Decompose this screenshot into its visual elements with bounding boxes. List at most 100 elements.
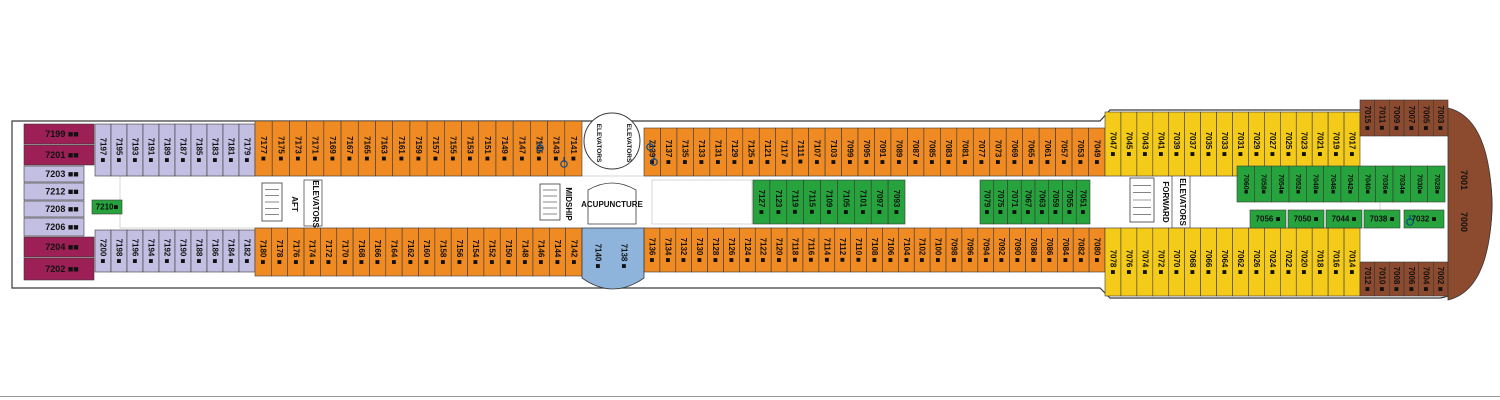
stern-suite-number: 7203 ■■	[45, 169, 78, 179]
cabin-number: 7026 ■	[1252, 250, 1261, 275]
acupuncture-label: ACUPUNCTURE	[581, 200, 643, 209]
cabin-number: 7103 ■	[829, 140, 838, 165]
cabin-number: 7036■	[1381, 174, 1388, 194]
accessible-icon	[560, 157, 568, 168]
cabin-number: 7052■	[1294, 174, 1301, 194]
cabin-number: 7162 ■	[406, 240, 415, 265]
cabin-number: 7043 ■	[1140, 132, 1149, 157]
cabin-number: 7076 ■	[1124, 250, 1133, 275]
cabin-number: 7174 ■	[308, 240, 317, 265]
cabin-number: 7021 ■	[1316, 132, 1325, 157]
accessible-cabin-number: 7210■	[96, 203, 119, 212]
cabin-number: 7129 ■	[730, 140, 739, 165]
cabin-number: 7097 ■	[875, 190, 884, 215]
midship-block	[651, 179, 753, 225]
stern-suite-number: 7208 ■■	[45, 204, 78, 214]
cabin-number: 7134 ■	[663, 238, 672, 263]
cabin-number: 7004 ■	[1422, 267, 1431, 292]
cabin-number: 7062 ■	[1236, 250, 1245, 275]
cabin-number: 7025 ■	[1284, 132, 1293, 157]
cabin-number: 7050 ■	[1294, 215, 1319, 224]
accessible-icon	[650, 155, 658, 166]
cabin-number: 7028■	[1433, 174, 1440, 194]
cabin-number: 7126 ■	[727, 238, 736, 263]
cabin-number: 7065 ■	[1026, 140, 1035, 165]
cabin-number: 7047 ■	[1108, 132, 1117, 157]
cabin-number: 7086 ■	[1045, 238, 1054, 263]
stern-suite	[23, 200, 85, 218]
cabin-number: 7033 ■	[1220, 132, 1229, 157]
cabin-number: 7183 ■	[211, 138, 220, 163]
stern-suite	[23, 217, 85, 237]
cabin-number: 7096 ■	[965, 238, 974, 263]
cabin-number: 7196 ■	[131, 239, 140, 264]
cabin-number: 7154 ■	[471, 240, 480, 265]
cabin-number: 7088 ■	[1029, 238, 1038, 263]
cabin-number: 7181 ■	[227, 138, 236, 163]
cabin-number: 7107 ■	[812, 140, 821, 165]
cabin-number: 7057 ■	[1059, 140, 1068, 165]
cabin-number: 7149 ■	[500, 136, 509, 161]
cabin-number: 7056 ■	[1256, 215, 1281, 224]
cabin-number: 7105 ■	[841, 190, 850, 215]
cabin-number: 7030■	[1416, 174, 1423, 194]
bottom-rule	[0, 396, 1500, 397]
cabin-number: 7192 ■	[163, 239, 172, 264]
forward-elevators-label: ELEVATORS	[1178, 178, 1187, 226]
cabin-number: 7135 ■	[681, 140, 690, 165]
cabin-number: 7014 ■	[1348, 250, 1357, 275]
cabin-number: 7037 ■	[1188, 132, 1197, 157]
accessible-icon	[536, 141, 544, 152]
cabin-number: 7005 ■	[1422, 106, 1431, 131]
cabin-number: 7160 ■	[422, 240, 431, 265]
cabin-number: 7018 ■	[1316, 250, 1325, 275]
cabin-number: 7104 ■	[902, 238, 911, 263]
cabin-number: 7123 ■	[774, 190, 783, 215]
cabin-number: 7146 ■	[537, 240, 546, 265]
cabin-number: 7172 ■	[324, 240, 333, 265]
cabin-number: 7042■	[1346, 174, 1353, 194]
cabin-number: 7063 ■	[1037, 190, 1046, 215]
cabin-number: 7190 ■	[179, 239, 188, 264]
cabin-number: 7019 ■	[1332, 132, 1341, 157]
cabin-number: 7029 ■	[1252, 132, 1261, 157]
stairs-icon	[261, 182, 283, 222]
cabin-number: 7099 ■	[845, 140, 854, 165]
stern-suite	[23, 165, 85, 183]
cabin-number: 7077 ■	[977, 140, 986, 165]
cabin-number: 7159 ■	[414, 136, 423, 161]
stern-suite-number: 7206 ■■	[45, 222, 78, 232]
cabin-number: 7031 ■	[1236, 132, 1245, 157]
cabin-number: 7061 ■	[1043, 140, 1052, 165]
cabin-number: 7125 ■	[747, 140, 756, 165]
cabin-number: 7045 ■	[1124, 132, 1133, 157]
cabin-number: 7128 ■	[711, 238, 720, 263]
cabin-number: 7001	[1459, 170, 1469, 190]
accessible-icon	[1406, 215, 1414, 226]
cabin-number: 7175 ■	[276, 136, 285, 161]
cabin-number: 7110 ■	[854, 238, 863, 263]
cabin-number: 7058■	[1260, 174, 1267, 194]
stern-suite-number: 7212 ■■	[45, 187, 78, 197]
cabin-number: 7137 ■	[664, 140, 673, 165]
cabin-number: 7044 ■	[1332, 215, 1357, 224]
stern-suite	[23, 257, 95, 281]
cabin-number: 7015 ■	[1363, 106, 1372, 131]
cabin-number: 7039 ■	[1172, 132, 1181, 157]
cabin-number: 7038 ■	[1370, 215, 1395, 224]
cabin-number: 7165 ■	[362, 136, 371, 161]
cabin-number: 7148 ■	[520, 240, 529, 265]
cabin-number: 7122 ■	[759, 238, 768, 263]
cabin-number: 7155 ■	[448, 136, 457, 161]
cabin	[1403, 209, 1445, 229]
cabin-number: 7164 ■	[389, 240, 398, 265]
cabin-number: 7132 ■	[679, 238, 688, 263]
cabin-number: 7083 ■	[944, 140, 953, 165]
cabin-number: 7027 ■	[1268, 132, 1277, 157]
cabin-number: 7119 ■	[791, 190, 800, 215]
cabin	[1427, 165, 1446, 203]
cabin-number: 7049 ■	[1092, 140, 1101, 165]
cabin-number: 7064 ■	[1220, 250, 1229, 275]
stern-suite-number: 7199 ■■	[45, 129, 78, 139]
cabin-number: 7179 ■	[243, 138, 252, 163]
